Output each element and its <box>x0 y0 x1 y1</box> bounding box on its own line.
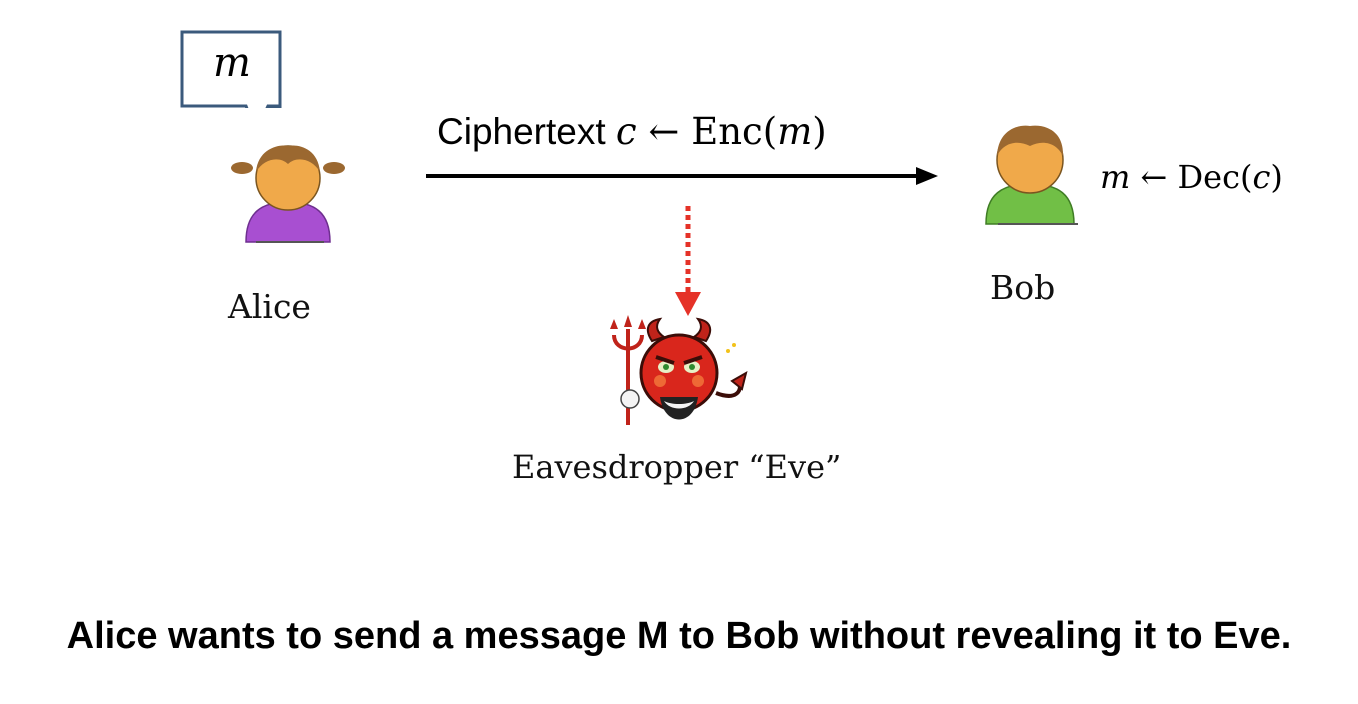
intercept-arrow <box>675 206 701 316</box>
alice-person-icon <box>231 145 345 243</box>
bob-person-icon <box>985 125 1078 225</box>
bubble-message: m <box>213 40 251 86</box>
alice-label: Alice <box>228 287 311 326</box>
caption: Alice wants to send a message M to Bob w… <box>66 615 1292 657</box>
speech-bubble <box>180 30 282 108</box>
decryption-label: m ← Dec(c) <box>1100 158 1283 196</box>
ciphertext-label: Ciphertext c ← Enc(m) <box>437 110 827 153</box>
eve-label: Eavesdropper “Eve” <box>512 448 842 486</box>
devil-icon <box>610 315 748 425</box>
send-arrow <box>426 167 938 185</box>
bob-label: Bob <box>990 268 1056 307</box>
